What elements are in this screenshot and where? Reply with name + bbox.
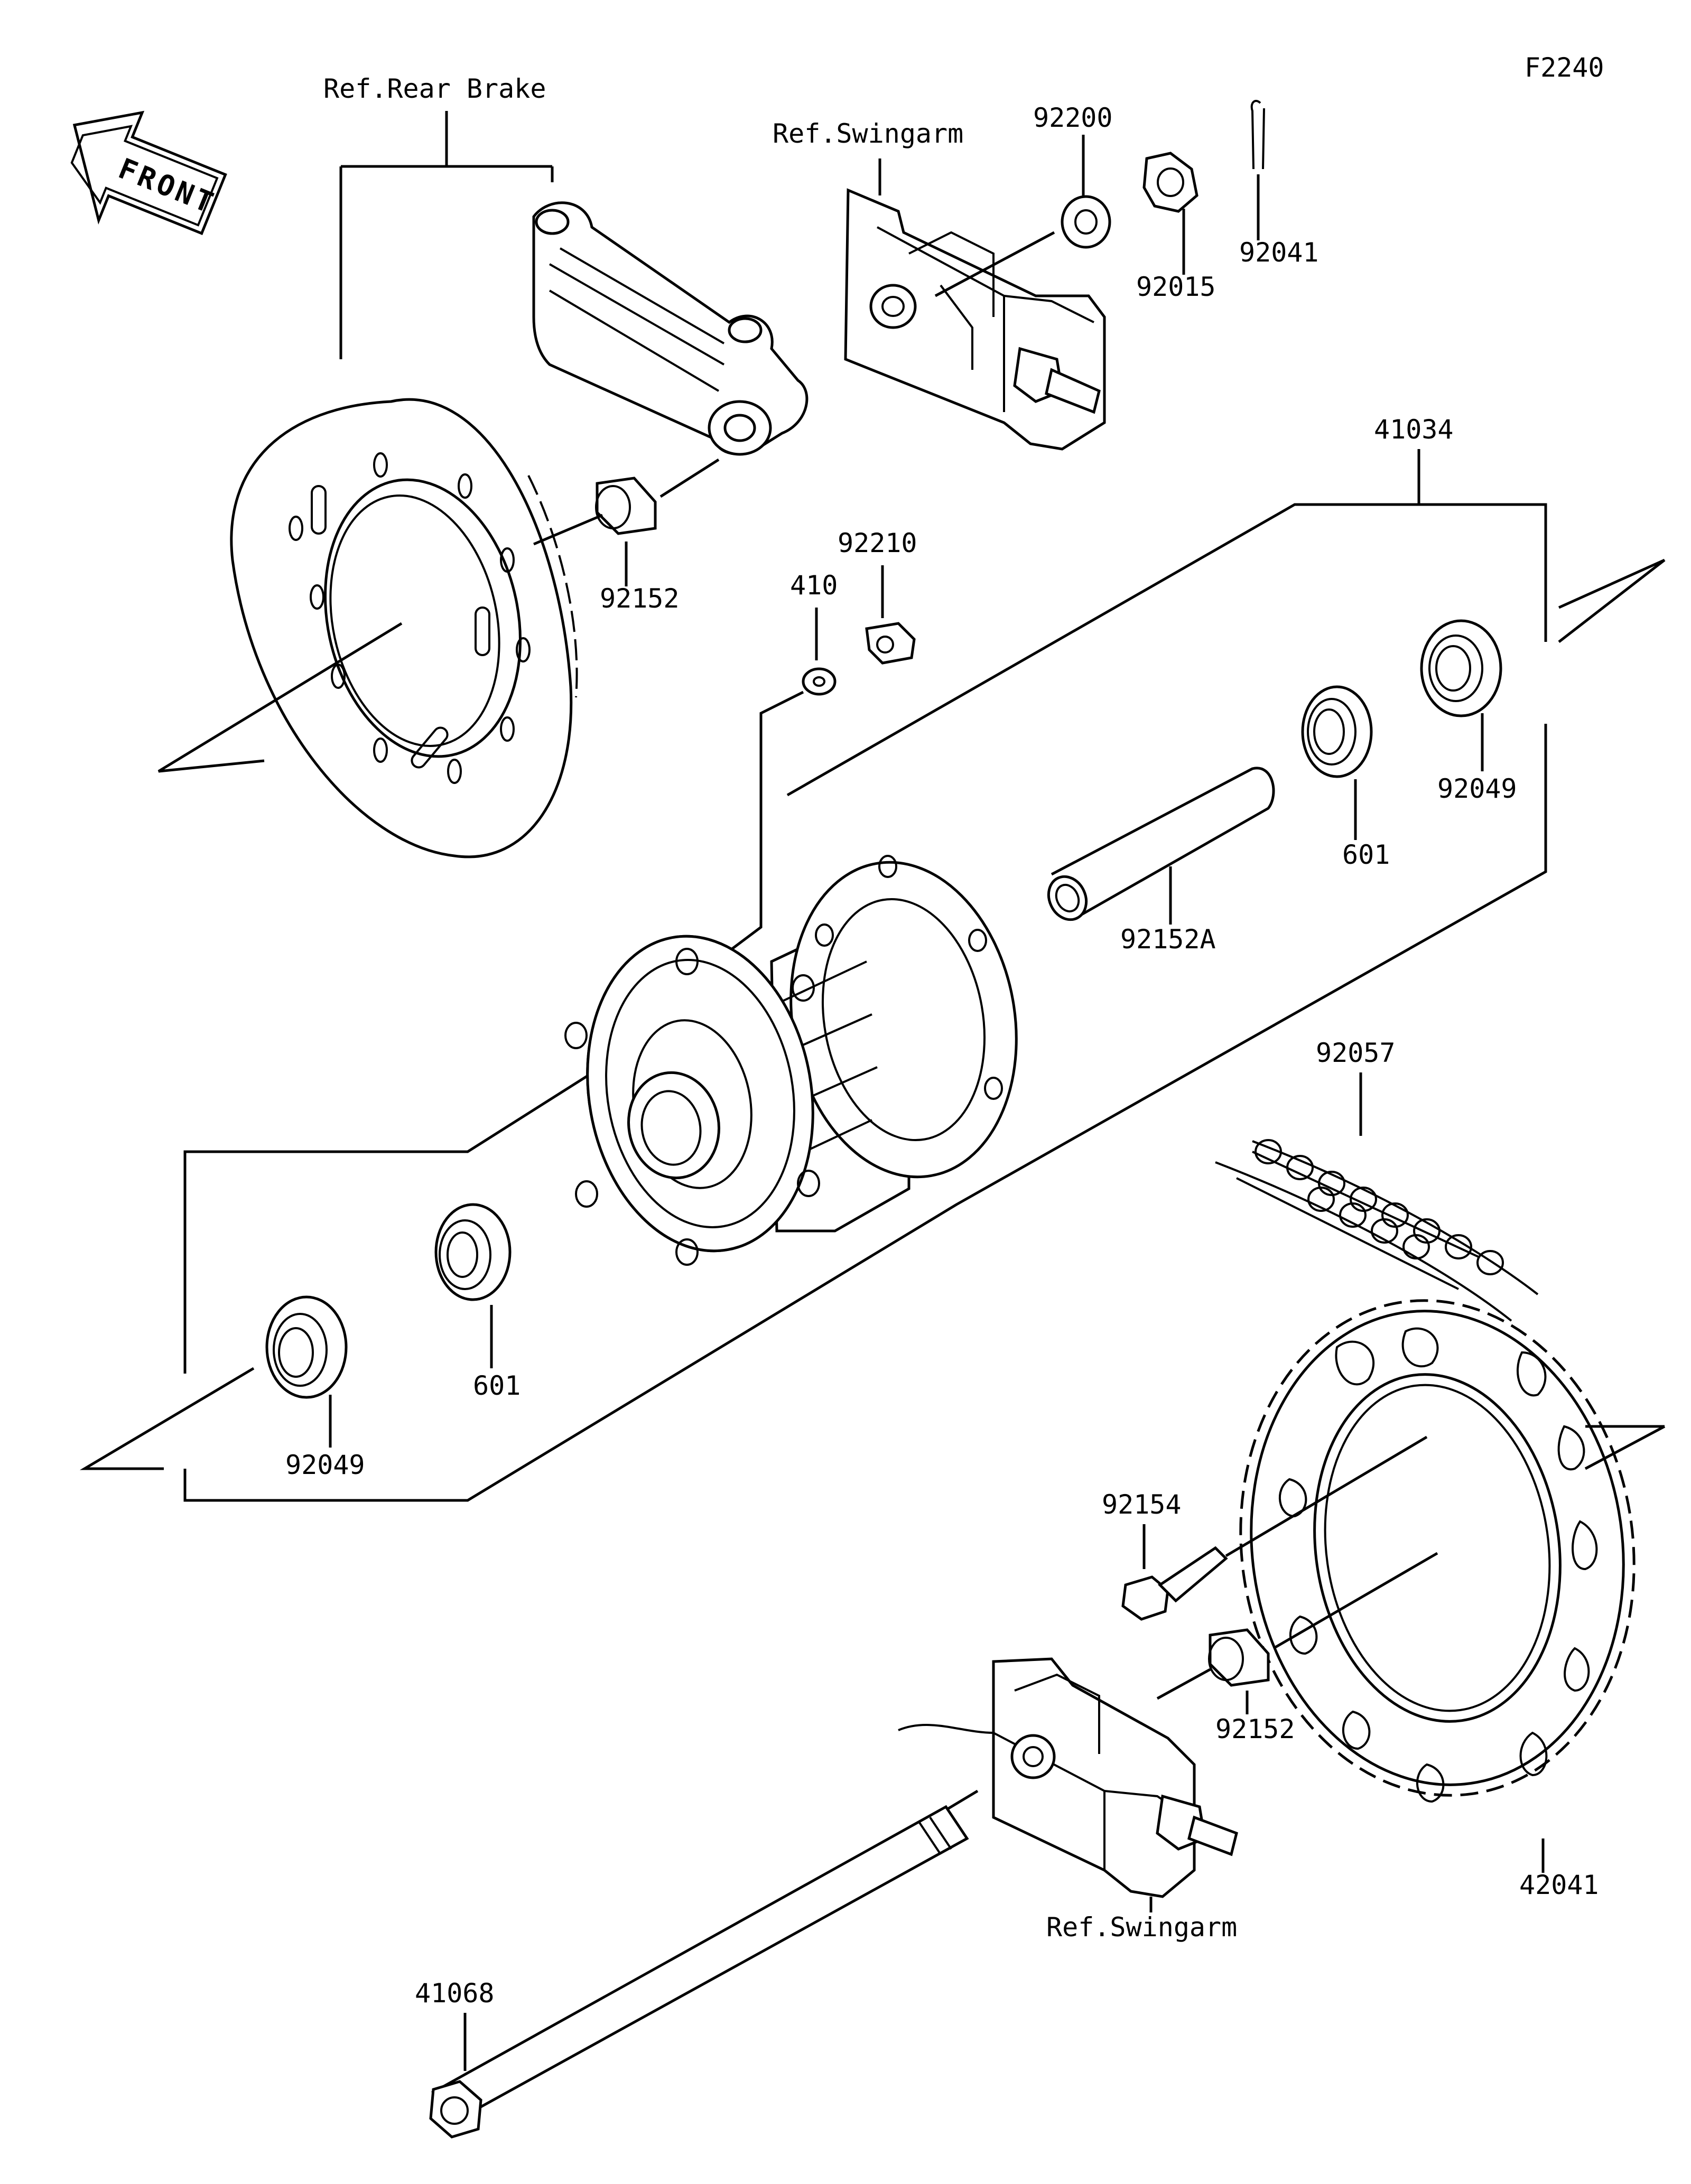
label-92049-right: 92049	[1437, 773, 1517, 804]
label-92057: 92057	[1316, 1038, 1396, 1068]
label-92152-top: 92152	[600, 583, 680, 614]
ref-rear-brake-label: Ref.Rear Brake	[323, 73, 546, 104]
label-92200: 92200	[1033, 102, 1113, 133]
ref-rear-brake-bracket	[339, 111, 554, 359]
bolt-92154	[1121, 1435, 1428, 1621]
collar-92152-bottom	[1156, 1552, 1438, 1714]
brake-disc-part	[157, 398, 578, 858]
spacer-92152A	[1047, 767, 1275, 925]
swingarm-bottom-part	[898, 1657, 1238, 1898]
oil-seal-92049-left	[265, 1295, 348, 1448]
label-601-left: 601	[473, 1370, 521, 1401]
washer-92200	[934, 135, 1111, 297]
caliper-bracket-part	[532, 201, 809, 456]
label-92015: 92015	[1136, 272, 1216, 302]
label-92049-left: 92049	[285, 1450, 365, 1480]
nut-92210	[865, 565, 916, 665]
castle-nut-92015	[1142, 152, 1198, 275]
drive-chain-92057	[1215, 1072, 1539, 1322]
swingarm-top-adjuster-bolt	[1013, 347, 1101, 414]
label-92154: 92154	[1102, 1489, 1182, 1520]
label-601-right: 601	[1342, 839, 1390, 870]
label-41068: 41068	[415, 1978, 495, 2009]
hub-assembly-outline-41034	[79, 449, 1666, 1502]
label-41034: 41034	[1374, 414, 1454, 445]
ref-swingarm-bottom-label: Ref.Swingarm	[1046, 1912, 1237, 1943]
label-410: 410	[790, 570, 838, 601]
front-direction-arrow-icon: FRONT	[70, 110, 227, 236]
label-42041: 42041	[1519, 1870, 1599, 1900]
label-92152A: 92152A	[1120, 924, 1216, 955]
swingarm-top-part	[844, 188, 1106, 451]
label-92041: 92041	[1239, 237, 1319, 268]
swingarm-bottom-adjuster-bolt	[1156, 1794, 1238, 1856]
cotter-pin-92041	[1250, 100, 1265, 240]
ref-swingarm-top-label: Ref.Swingarm	[773, 118, 963, 149]
label-92210: 92210	[838, 528, 917, 558]
figure-code: F2240	[1525, 52, 1604, 83]
rear-sprocket-42041	[1239, 1299, 1666, 1873]
washer-410	[728, 608, 837, 952]
label-92152-bottom: 92152	[1215, 1714, 1295, 1744]
oil-seal-92049-right	[1420, 619, 1502, 771]
wheel-hub-part	[564, 855, 1018, 1266]
bearing-601-right	[1301, 685, 1373, 840]
axle-41068	[429, 1805, 969, 2139]
collar-92152-top	[533, 458, 720, 586]
bearing-601-left	[434, 1203, 512, 1368]
